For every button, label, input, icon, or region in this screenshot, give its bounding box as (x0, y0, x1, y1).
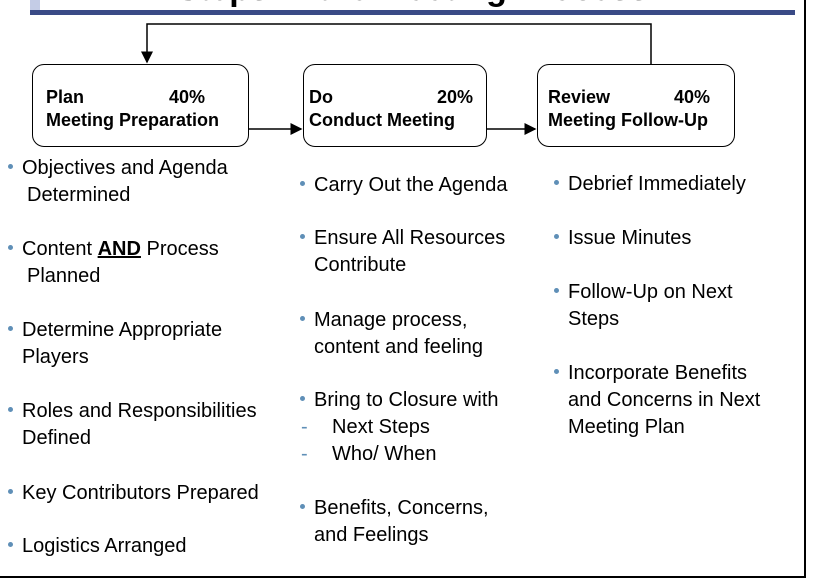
title-bar: Steps in the Meeting Process (30, 0, 795, 15)
bullet-dot (300, 396, 305, 401)
list-item: Carry Out the Agenda (300, 172, 508, 199)
bullet-dot (8, 542, 13, 547)
bullet-dot (8, 245, 13, 250)
bullet-line: Logistics Arranged (22, 535, 187, 557)
bullet-line: Contribute (314, 254, 407, 276)
bullet-line: Roles and Responsibilities (22, 400, 257, 422)
slide-frame (0, 0, 806, 578)
bullet-line: Content AND Process (22, 236, 219, 263)
do-phase-percent: 20% (437, 87, 474, 107)
list-item: Debrief Immediately (554, 171, 746, 198)
sub-list-item: - Who/ When (301, 441, 437, 468)
review-phase-name: Review (548, 87, 611, 107)
sub-item-text: Who/ When (332, 443, 437, 465)
bullet-line: Determine Appropriate (22, 319, 223, 341)
bullet-dot (8, 326, 13, 331)
list-item: Objectives and Agenda Determined (8, 155, 228, 209)
bullet-line: Meeting Plan (568, 416, 685, 438)
dash-marker: - (301, 443, 308, 465)
plan-phase-percent: 40% (169, 87, 206, 107)
review-phase-subtitle: Meeting Follow-Up (548, 110, 708, 130)
feedback-loop-arrow (141, 23, 652, 64)
bullet-line: Incorporate Benefits (568, 362, 747, 384)
bullet-dot (300, 504, 305, 509)
bullet-dot (300, 234, 305, 239)
bullet-dot (554, 288, 559, 293)
plan-phase-subtitle: Meeting Preparation (46, 110, 220, 130)
plan-phase-name: Plan (46, 87, 85, 107)
slide-title: Steps in the Meeting Process (30, 0, 795, 9)
do-phase-name: Do (309, 87, 333, 107)
bullet-line: and Concerns in Next (568, 389, 761, 411)
list-item: Roles and Responsibilities Defined (8, 398, 257, 452)
list-item: Benefits, Concerns, and Feelings (300, 495, 489, 549)
list-item: Issue Minutes (554, 225, 692, 252)
bullet-line: Carry Out the Agenda (314, 174, 508, 196)
list-item: Follow-Up on Next Steps (554, 279, 733, 333)
bullet-dot (300, 316, 305, 321)
bullet-dot (554, 369, 559, 374)
bullet-dot (554, 234, 559, 239)
bullet-dot (554, 180, 559, 185)
list-item: Bring to Closure with (300, 387, 499, 414)
bullet-line: Bring to Closure with (314, 389, 499, 411)
bullet-line: Determined (27, 184, 131, 206)
bullet-dot (8, 407, 13, 412)
bullet-line: and Feelings (314, 524, 429, 546)
bullet-line: Planned (27, 265, 101, 287)
bullet-text-pre: Content (22, 238, 98, 260)
list-item: Manage process, content and feeling (300, 307, 484, 361)
do-phase-subtitle: Conduct Meeting (309, 110, 455, 130)
list-item: Incorporate Benefits and Concerns in Nex… (554, 360, 761, 441)
bullet-line: Objectives and Agenda (22, 157, 228, 179)
bullet-line: Issue Minutes (568, 227, 692, 249)
bullet-line: Debrief Immediately (568, 173, 746, 195)
bullet-line: Defined (22, 427, 91, 449)
bullet-dot (8, 164, 13, 169)
bullet-text-post: Process (140, 238, 219, 260)
bullet-line: content and feeling (314, 336, 484, 358)
dash-marker: - (301, 416, 308, 438)
bullet-line: Steps (568, 308, 620, 330)
bullet-dot (8, 489, 13, 494)
list-item: Content AND Process Planned (8, 236, 219, 290)
plan-phase-box: Plan 40% Meeting Preparation (32, 64, 249, 147)
review-phase-percent: 40% (674, 87, 711, 107)
emphasis-text: AND (97, 238, 141, 260)
list-item: Logistics Arranged (8, 533, 187, 560)
do-phase-box: Do 20% Conduct Meeting (303, 64, 487, 147)
list-item: Determine Appropriate Players (8, 317, 223, 371)
bullet-line: Benefits, Concerns, (314, 497, 489, 519)
sub-list-item: - Next Steps (301, 414, 430, 441)
sub-item-text: Next Steps (332, 416, 430, 438)
list-item: Key Contributors Prepared (8, 480, 259, 507)
list-item: Ensure All Resources Contribute (300, 225, 506, 279)
bullet-line: Players (22, 346, 89, 368)
bullet-line: Ensure All Resources (314, 227, 506, 249)
bullet-line: Key Contributors Prepared (22, 482, 259, 504)
bullet-dot (300, 181, 305, 186)
bullet-line: Manage process, (314, 309, 468, 331)
review-phase-box: Review 40% Meeting Follow-Up (537, 64, 735, 147)
bullet-line: Follow-Up on Next (568, 281, 733, 303)
